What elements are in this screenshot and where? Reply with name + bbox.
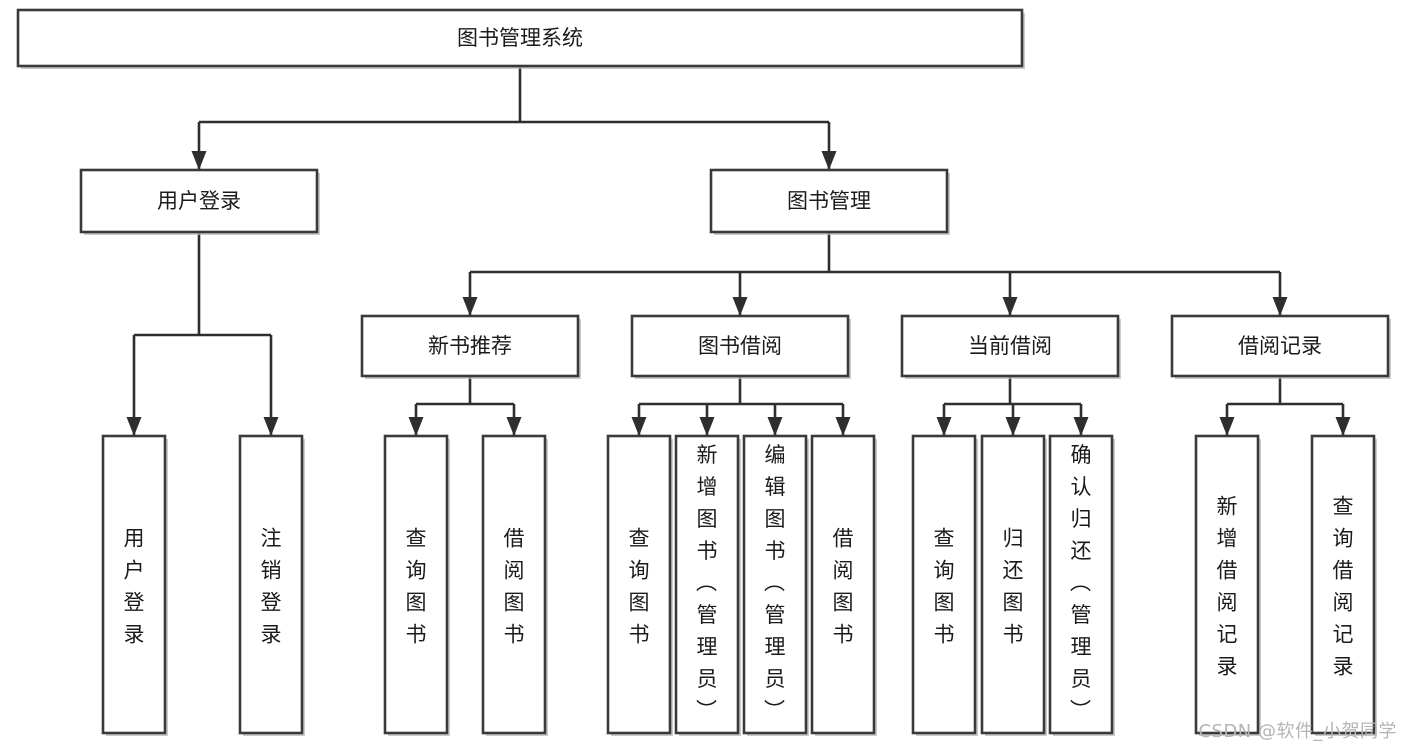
node-label: 查询图书	[629, 526, 650, 646]
node-leaf-borrow-book-recommend[interactable]: 借阅图书	[481, 434, 548, 736]
node-rect[interactable]	[238, 434, 304, 735]
node-rect[interactable]	[1170, 314, 1390, 378]
node-user-login[interactable]: 用户登录	[79, 168, 320, 235]
node-rect[interactable]	[1310, 434, 1376, 735]
connector-group	[126, 232, 279, 436]
node-rect[interactable]	[980, 434, 1046, 735]
node-rect[interactable]	[481, 434, 547, 735]
edges-layer	[126, 66, 1351, 436]
arrowhead-icon	[126, 417, 142, 436]
node-rect[interactable]	[900, 314, 1120, 378]
node-label: 查询图书	[934, 526, 955, 646]
node-leaf-return-book[interactable]: 归还图书	[980, 434, 1047, 736]
arrowhead-icon	[191, 151, 207, 170]
node-rect[interactable]	[1194, 434, 1260, 735]
node-label: 新增图书（管理员）	[696, 443, 718, 723]
node-leaf-confirm-return[interactable]: 确认归还（管理员）	[1048, 434, 1115, 736]
node-label: 当前借阅	[968, 334, 1052, 358]
node-rect[interactable]	[1048, 434, 1114, 735]
connector-group	[462, 232, 1288, 316]
arrowhead-icon	[408, 417, 424, 436]
node-rect[interactable]	[101, 434, 167, 735]
arrowhead-icon	[1002, 297, 1018, 316]
arrowhead-icon	[835, 417, 851, 436]
arrowhead-icon	[263, 417, 279, 436]
node-leaf-user-login[interactable]: 用户登录	[101, 434, 168, 736]
node-leaf-logout[interactable]: 注销登录	[238, 434, 305, 736]
node-rect[interactable]	[630, 314, 850, 378]
node-label: 编辑图书（管理员）	[764, 443, 786, 723]
node-rect[interactable]	[360, 314, 580, 378]
node-new-book-recommend[interactable]: 新书推荐	[360, 314, 581, 379]
node-label: 图书借阅	[698, 334, 782, 358]
connector-group	[191, 66, 837, 170]
node-rect[interactable]	[709, 168, 949, 234]
arrowhead-icon	[936, 417, 952, 436]
node-rect[interactable]	[79, 168, 319, 234]
node-label: 注销登录	[261, 526, 282, 646]
arrowhead-icon	[767, 417, 783, 436]
node-rect[interactable]	[674, 434, 740, 735]
node-leaf-borrow-book[interactable]: 借阅图书	[810, 434, 877, 736]
arrowhead-icon	[1219, 417, 1235, 436]
node-label: 图书管理系统	[457, 26, 583, 50]
node-label: 借阅图书	[504, 526, 525, 646]
node-label: 用户登录	[124, 526, 145, 646]
connector-group	[936, 376, 1089, 436]
node-rect[interactable]	[911, 434, 977, 735]
node-leaf-edit-book[interactable]: 编辑图书（管理员）	[742, 434, 809, 736]
arrowhead-icon	[699, 417, 715, 436]
nodes-layer: 图书管理系统用户登录图书管理新书推荐图书借阅当前借阅借阅记录用户登录注销登录查询…	[16, 8, 1391, 736]
node-leaf-query-borrow-record[interactable]: 查询借阅记录	[1310, 434, 1377, 736]
node-book-manage[interactable]: 图书管理	[709, 168, 950, 235]
arrowhead-icon	[462, 297, 478, 316]
arrowhead-icon	[631, 417, 647, 436]
connector-group	[408, 376, 522, 436]
node-label: 借阅图书	[833, 526, 854, 646]
node-root[interactable]: 图书管理系统	[16, 8, 1025, 69]
arrowhead-icon	[821, 151, 837, 170]
arrowhead-icon	[506, 417, 522, 436]
node-book-borrow[interactable]: 图书借阅	[630, 314, 851, 379]
arrowhead-icon	[1005, 417, 1021, 436]
node-label: 借阅记录	[1238, 334, 1322, 358]
node-leaf-add-borrow-record[interactable]: 新增借阅记录	[1194, 434, 1261, 736]
node-label: 新增借阅记录	[1217, 494, 1238, 678]
node-rect[interactable]	[383, 434, 449, 735]
node-current-borrow[interactable]: 当前借阅	[900, 314, 1121, 379]
node-leaf-query-book-recommend[interactable]: 查询图书	[383, 434, 450, 736]
node-rect[interactable]	[16, 8, 1024, 68]
node-rect[interactable]	[742, 434, 808, 735]
connector-group	[1219, 376, 1351, 436]
arrowhead-icon	[1272, 297, 1288, 316]
node-label: 查询图书	[406, 526, 427, 646]
node-label: 用户登录	[157, 189, 241, 213]
arrowhead-icon	[1073, 417, 1089, 436]
node-leaf-query-book-current[interactable]: 查询图书	[911, 434, 978, 736]
node-borrow-record[interactable]: 借阅记录	[1170, 314, 1391, 379]
arrowhead-icon	[1335, 417, 1351, 436]
node-leaf-add-book[interactable]: 新增图书（管理员）	[674, 434, 741, 736]
node-label: 确认归还（管理员）	[1070, 443, 1092, 723]
node-label: 归还图书	[1003, 526, 1024, 646]
node-label: 查询借阅记录	[1333, 494, 1354, 678]
node-rect[interactable]	[606, 434, 672, 735]
node-leaf-query-book-borrow[interactable]: 查询图书	[606, 434, 673, 736]
node-label: 图书管理	[787, 189, 871, 213]
node-label: 新书推荐	[428, 334, 512, 358]
connector-group	[631, 376, 851, 436]
node-rect[interactable]	[810, 434, 876, 735]
arrowhead-icon	[732, 297, 748, 316]
